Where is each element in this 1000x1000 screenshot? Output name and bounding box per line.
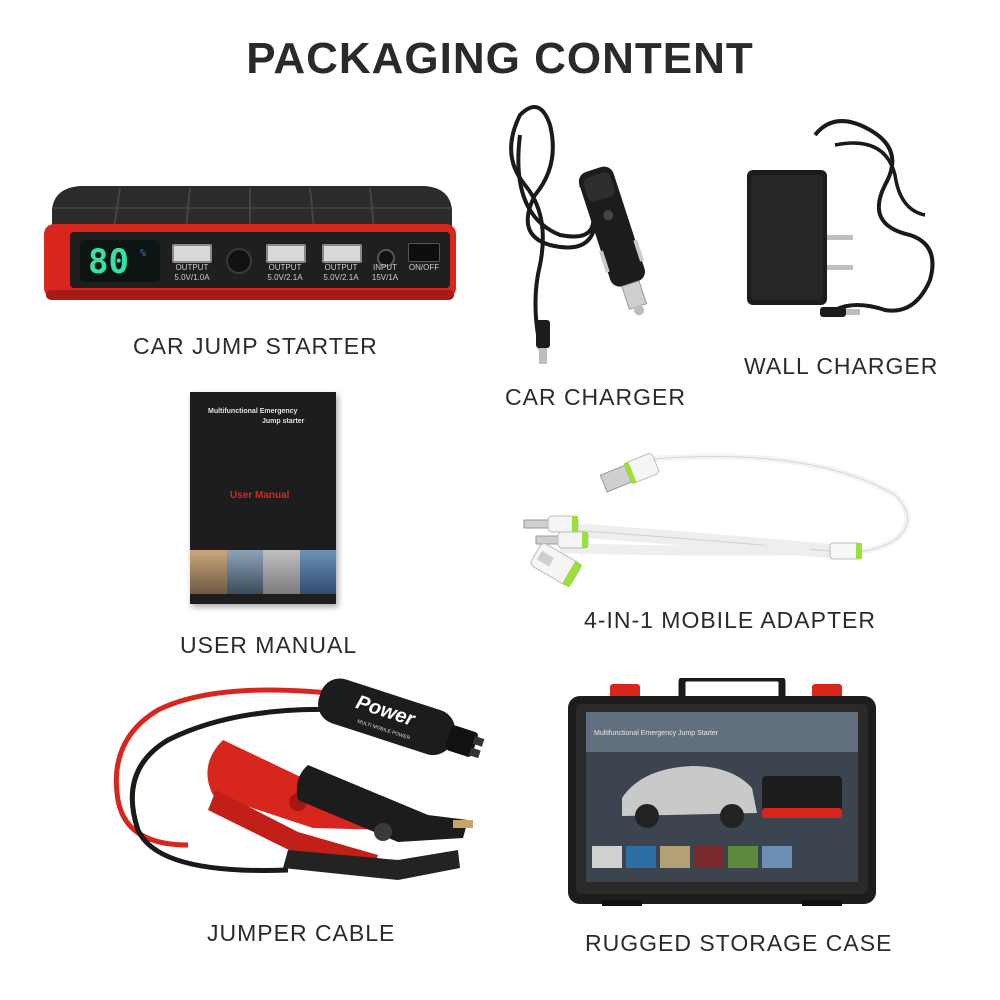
usb-port-2 xyxy=(266,244,306,263)
manual-cover-title: User Manual xyxy=(230,490,290,501)
port-label: INPUT xyxy=(373,263,397,272)
lcd-value: 80 xyxy=(88,242,129,282)
usb-socket-icon xyxy=(322,244,362,263)
manual-cover-line1: Multifunctional Emergency xyxy=(208,408,298,415)
usb-socket-icon xyxy=(266,244,306,263)
storage-case-caption: RUGGED STORAGE CASE xyxy=(585,930,893,956)
jumper-cable-caption: JUMPER CABLE xyxy=(207,920,396,946)
storage-case-image xyxy=(562,678,882,910)
car-charger-caption: CAR CHARGER xyxy=(505,384,686,410)
switch-label: ON/OFF xyxy=(408,263,440,272)
lcd-unit: % xyxy=(140,248,147,259)
case-label-line: Multifunctional Emergency Jump Starter xyxy=(594,730,719,737)
wall-charger-caption: WALL CHARGER xyxy=(744,353,939,379)
mobile-adapter-image xyxy=(510,440,920,590)
page-title: PACKAGING CONTENT xyxy=(246,34,754,83)
port-spec: 5.0V/2.1A xyxy=(323,273,359,282)
lcd-display: 80 % xyxy=(80,240,160,282)
mobile-adapter-caption: 4-IN-1 MOBILE ADAPTER xyxy=(584,607,876,633)
port-spec: 5.0V/1.0A xyxy=(174,273,210,282)
port-label: OUTPUT xyxy=(175,263,209,272)
usb-port-3 xyxy=(322,244,362,263)
manual-cover-line2: Jump starter xyxy=(262,418,305,425)
power-button-icon xyxy=(226,248,252,274)
on-off-switch-icon xyxy=(408,243,440,262)
usb-port-1 xyxy=(172,244,212,263)
jumper-cable-image xyxy=(98,670,488,910)
port-spec: 5.0V/2.1A xyxy=(267,273,303,282)
port-spec: 15V/1A xyxy=(371,273,399,282)
manual-photo-strip xyxy=(190,550,336,594)
usb-socket-icon xyxy=(172,244,212,263)
car-charger-image xyxy=(490,95,670,375)
dc-input-icon xyxy=(377,249,395,267)
wall-charger-image xyxy=(735,115,950,330)
port-label: OUTPUT xyxy=(268,263,302,272)
user-manual-image: Multifunctional Emergency Jump starter U… xyxy=(190,392,336,604)
port-label: OUTPUT xyxy=(324,263,358,272)
jump-starter-caption: CAR JUMP STARTER xyxy=(133,333,378,359)
user-manual-caption: USER MANUAL xyxy=(180,632,358,658)
